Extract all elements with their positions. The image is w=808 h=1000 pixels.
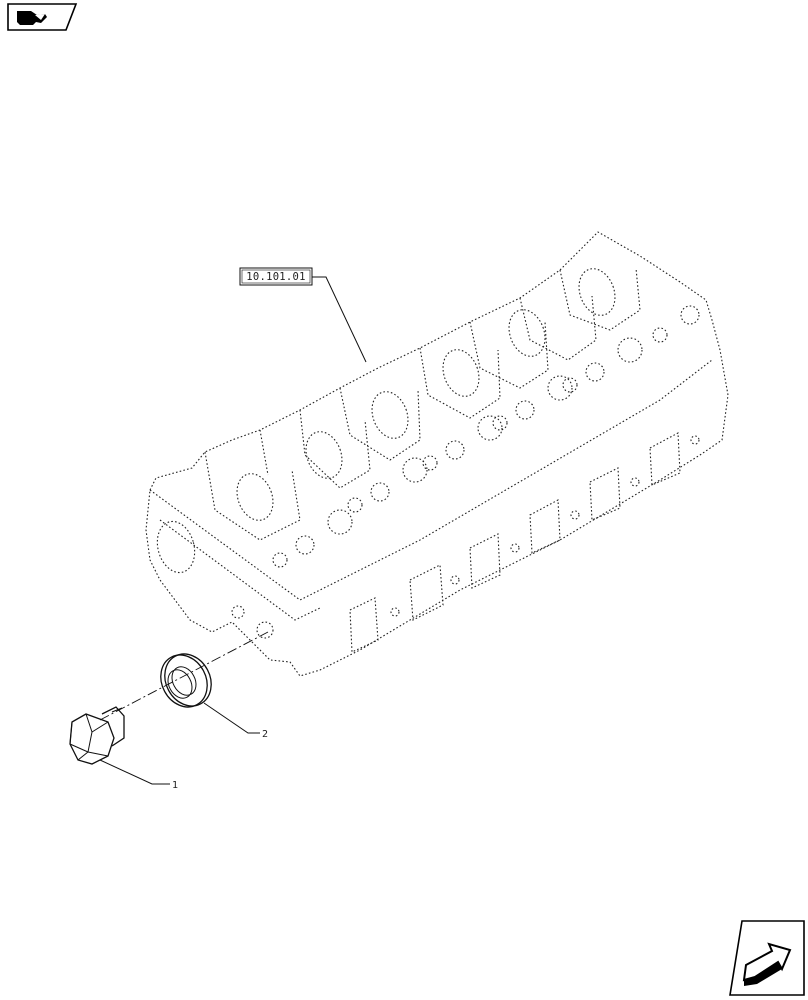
cylinder-head-reference	[145, 231, 729, 677]
washer-part	[160, 653, 212, 708]
assembly-centerline	[99, 631, 269, 721]
reference-label[interactable]: 10.101.01	[239, 267, 313, 286]
washer-leader-line	[203, 702, 260, 734]
book-arrow-icon[interactable]	[7, 3, 78, 31]
reference-leader-line	[312, 276, 367, 363]
plug-leader-line	[99, 759, 170, 785]
callout-2: 2	[262, 729, 268, 740]
hex-plug-part	[69, 706, 125, 765]
next-page-arrow-icon[interactable]	[729, 920, 805, 996]
callout-1: 1	[172, 780, 178, 791]
reference-label-text: 10.101.01	[246, 271, 306, 283]
